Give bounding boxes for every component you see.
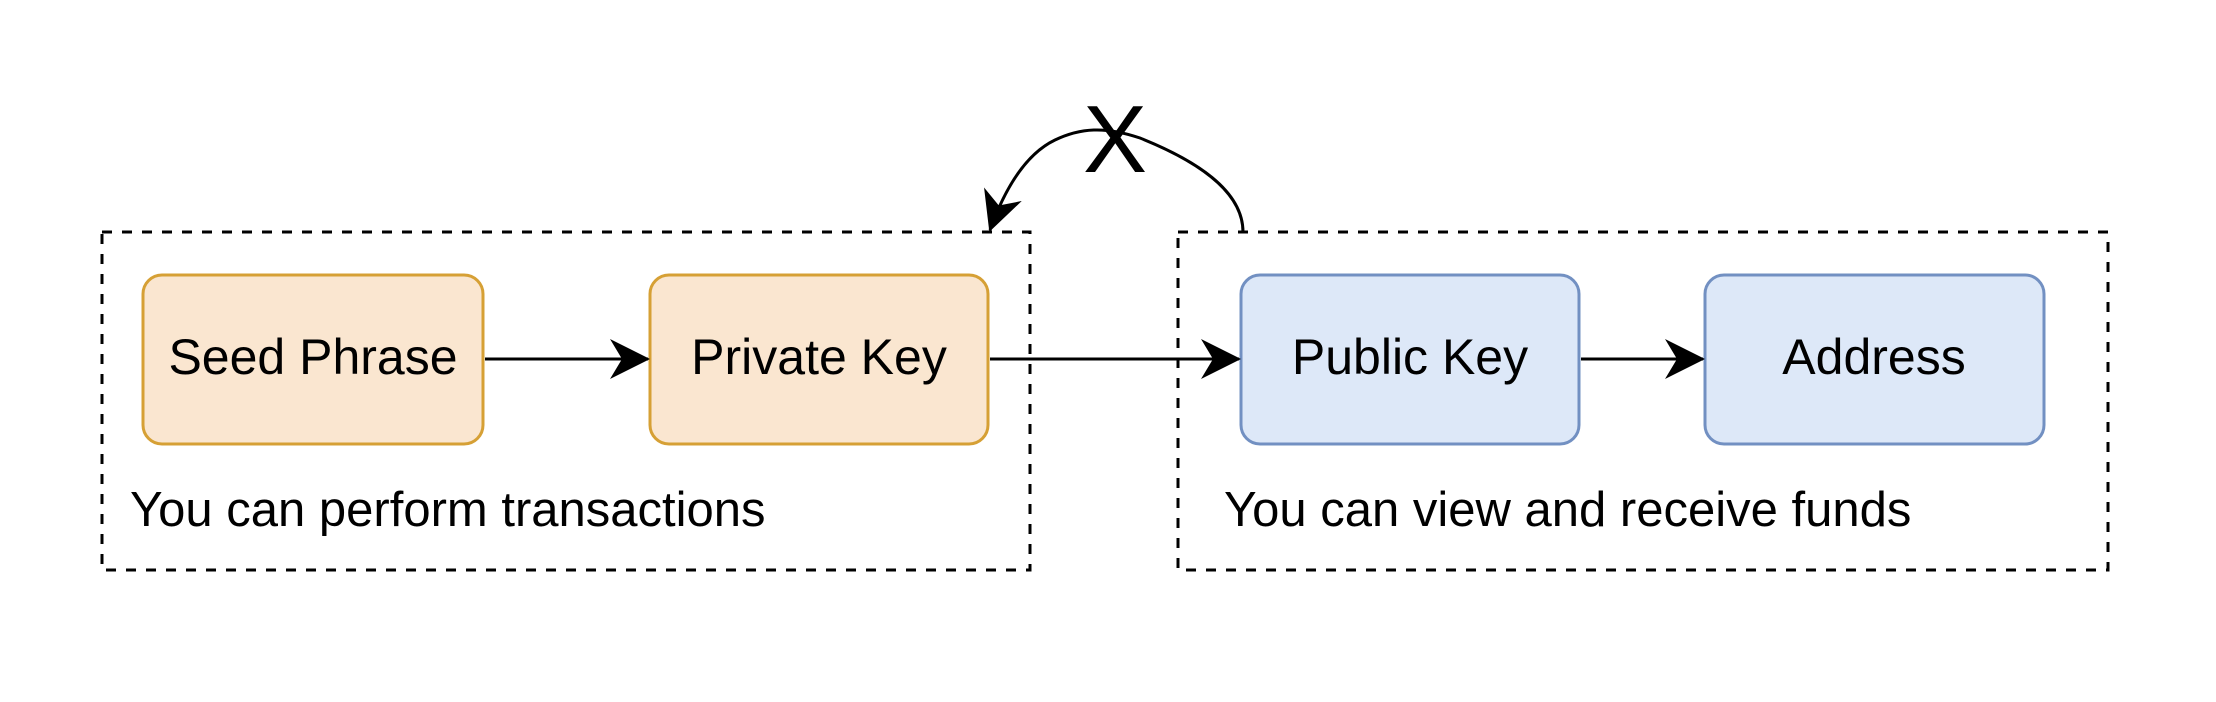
- secret-keys-group: [100, 230, 1032, 572]
- blocked-x-mark: X: [1083, 86, 1147, 193]
- seed-phrase-label: Seed Phrase: [168, 329, 457, 385]
- address-label: Address: [1782, 329, 1965, 385]
- secret-group-caption: You can perform transactions: [130, 483, 766, 537]
- blocked-reverse-arrow: [984, 128, 1245, 233]
- seed-phrase-node: Seed Phrase: [141, 273, 485, 446]
- public-group-caption: You can view and receive funds: [1224, 483, 1911, 537]
- address-node: Address: [1703, 273, 2046, 446]
- private-key-node: Private Key: [648, 273, 990, 446]
- public-keys-group: [1176, 230, 2110, 572]
- public-key-label: Public Key: [1292, 329, 1528, 385]
- private-key-label: Private Key: [691, 329, 947, 385]
- public-key-node: Public Key: [1239, 273, 1581, 446]
